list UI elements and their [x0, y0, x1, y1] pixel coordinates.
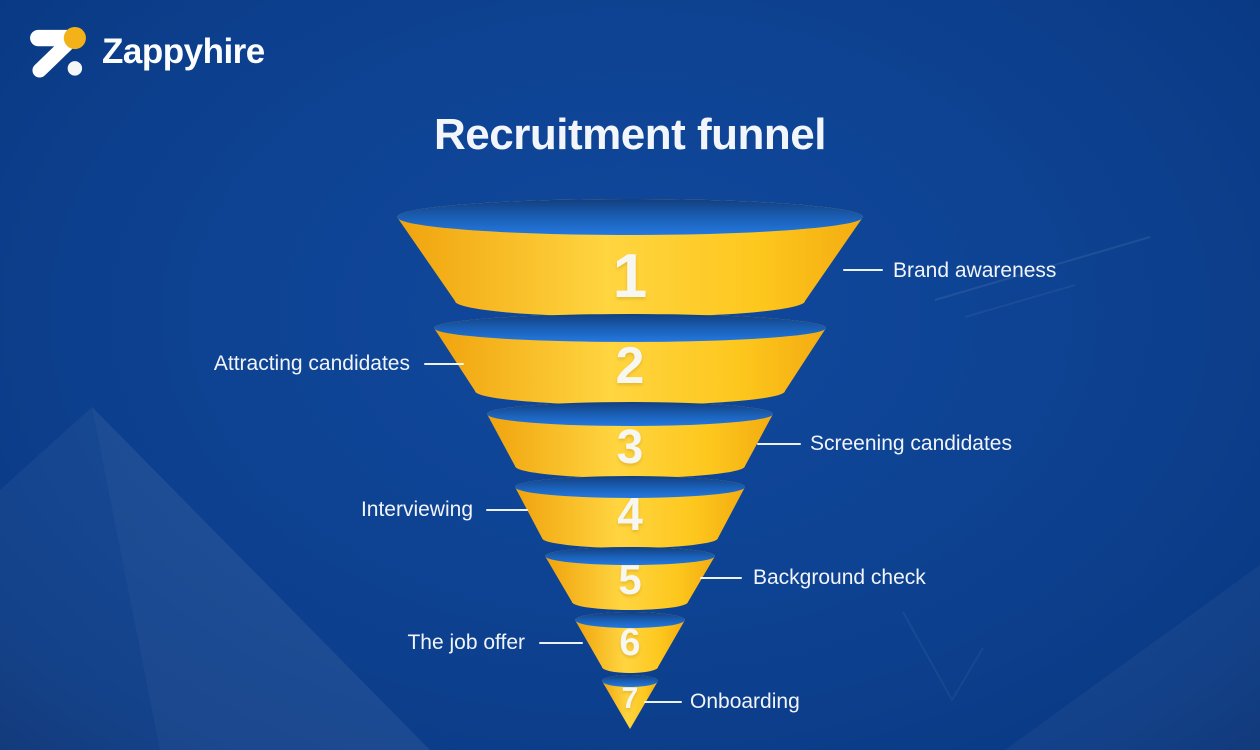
brand-logo: Zappyhire: [30, 26, 265, 78]
page-title: Recruitment funnel: [434, 110, 826, 159]
connector-line-attracting-candidates: [424, 363, 464, 365]
funnel-stage-6-label: The job offer: [407, 631, 525, 654]
funnel-stage-7-label: Onboarding: [690, 690, 800, 713]
logo-white-dot: [67, 61, 83, 76]
funnel-stage-1-mouth: [397, 199, 863, 235]
connector-line-screening-candidates: [757, 443, 801, 445]
funnel-stage-2-mouth: [434, 314, 826, 342]
funnel-stage-1-label: Brand awareness: [893, 259, 1057, 282]
funnel-stage-3-label: Screening candidates: [810, 432, 1012, 455]
connector-line-onboarding: [644, 701, 682, 703]
funnel-stage-7-shape: [602, 675, 658, 729]
funnel-stage-5-mouth: [545, 547, 715, 565]
funnel-stage-3-mouth: [487, 402, 773, 426]
funnel-stage-1-shape: [397, 199, 863, 317]
logo-amber-dot: [63, 26, 86, 50]
zappyhire-logo-icon: [30, 26, 86, 78]
funnel-stage-4-mouth: [515, 476, 745, 498]
connector-line-brand-awareness: [843, 269, 883, 271]
funnel-stage-7-mouth: [602, 675, 658, 687]
funnel-stage-6-mouth: [575, 612, 685, 628]
connector-line-interviewing: [486, 509, 528, 511]
funnel-stage-5-shape: [545, 547, 715, 610]
funnel-stage-5-label: Background check: [753, 566, 926, 589]
funnel-stage-2-shape: [434, 314, 826, 405]
funnel-stage-6-shape: [575, 612, 685, 673]
brand-name: Zappyhire: [102, 32, 265, 71]
background-shapes: [0, 236, 1260, 750]
connector-line-the-job-offer: [539, 642, 583, 644]
funnel-stage-4-shape: [515, 476, 745, 548]
funnel-stage-3-shape: [487, 402, 773, 478]
funnel-stage-2-label: Attracting candidates: [213, 352, 410, 375]
connector-line-background-check: [700, 577, 742, 579]
funnel-stage-4-label: Interviewing: [360, 498, 473, 521]
